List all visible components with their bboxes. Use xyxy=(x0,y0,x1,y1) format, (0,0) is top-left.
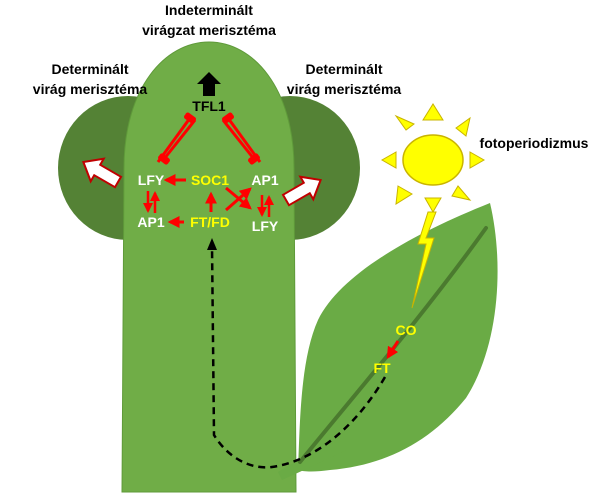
gene-lfy-right: LFY xyxy=(252,218,279,234)
top-title-line1: Indeterminált xyxy=(165,2,253,18)
co-to-ft-arrow xyxy=(386,340,400,360)
tfl1-inhibits-ap1 xyxy=(221,119,260,165)
gene-lfy-left: LFY xyxy=(138,172,165,188)
leaf-petiole xyxy=(278,440,346,480)
sun-icon xyxy=(380,103,486,214)
gene-ft-fd: FT/FD xyxy=(190,214,230,230)
gene-tfl1: TFL1 xyxy=(192,98,226,114)
lfy-inhibits-tfl1 xyxy=(156,112,197,163)
left-title-line2: virág merisztéma xyxy=(33,81,148,97)
gene-ap1-right: AP1 xyxy=(251,172,278,188)
top-title-line2: virágzat merisztéma xyxy=(142,22,276,38)
lightning-bolt-icon xyxy=(411,211,437,309)
ft-transport-path xyxy=(210,244,387,469)
gene-ft: FT xyxy=(373,360,391,376)
ft-transport-arrowhead-icon xyxy=(207,238,217,250)
gene-co: CO xyxy=(396,322,417,338)
tfl1-inhibits-lfy xyxy=(158,119,197,165)
growth-up-arrow-icon xyxy=(197,72,221,96)
ftfd-to-ap1-right-arrow xyxy=(225,187,252,212)
left-white-arrow-icon xyxy=(81,157,123,189)
left-title-line1: Determinált xyxy=(51,61,128,77)
right-title-line2: virág merisztéma xyxy=(287,81,402,97)
right-white-arrow-icon xyxy=(281,175,323,207)
right-title-line1: Determinált xyxy=(305,61,382,77)
gene-soc1: SOC1 xyxy=(191,172,229,188)
photoperiod-label: fotoperiodizmus xyxy=(480,135,589,151)
ap1-inhibits-tfl1 xyxy=(221,112,262,163)
gene-ap1-left: AP1 xyxy=(137,214,164,230)
